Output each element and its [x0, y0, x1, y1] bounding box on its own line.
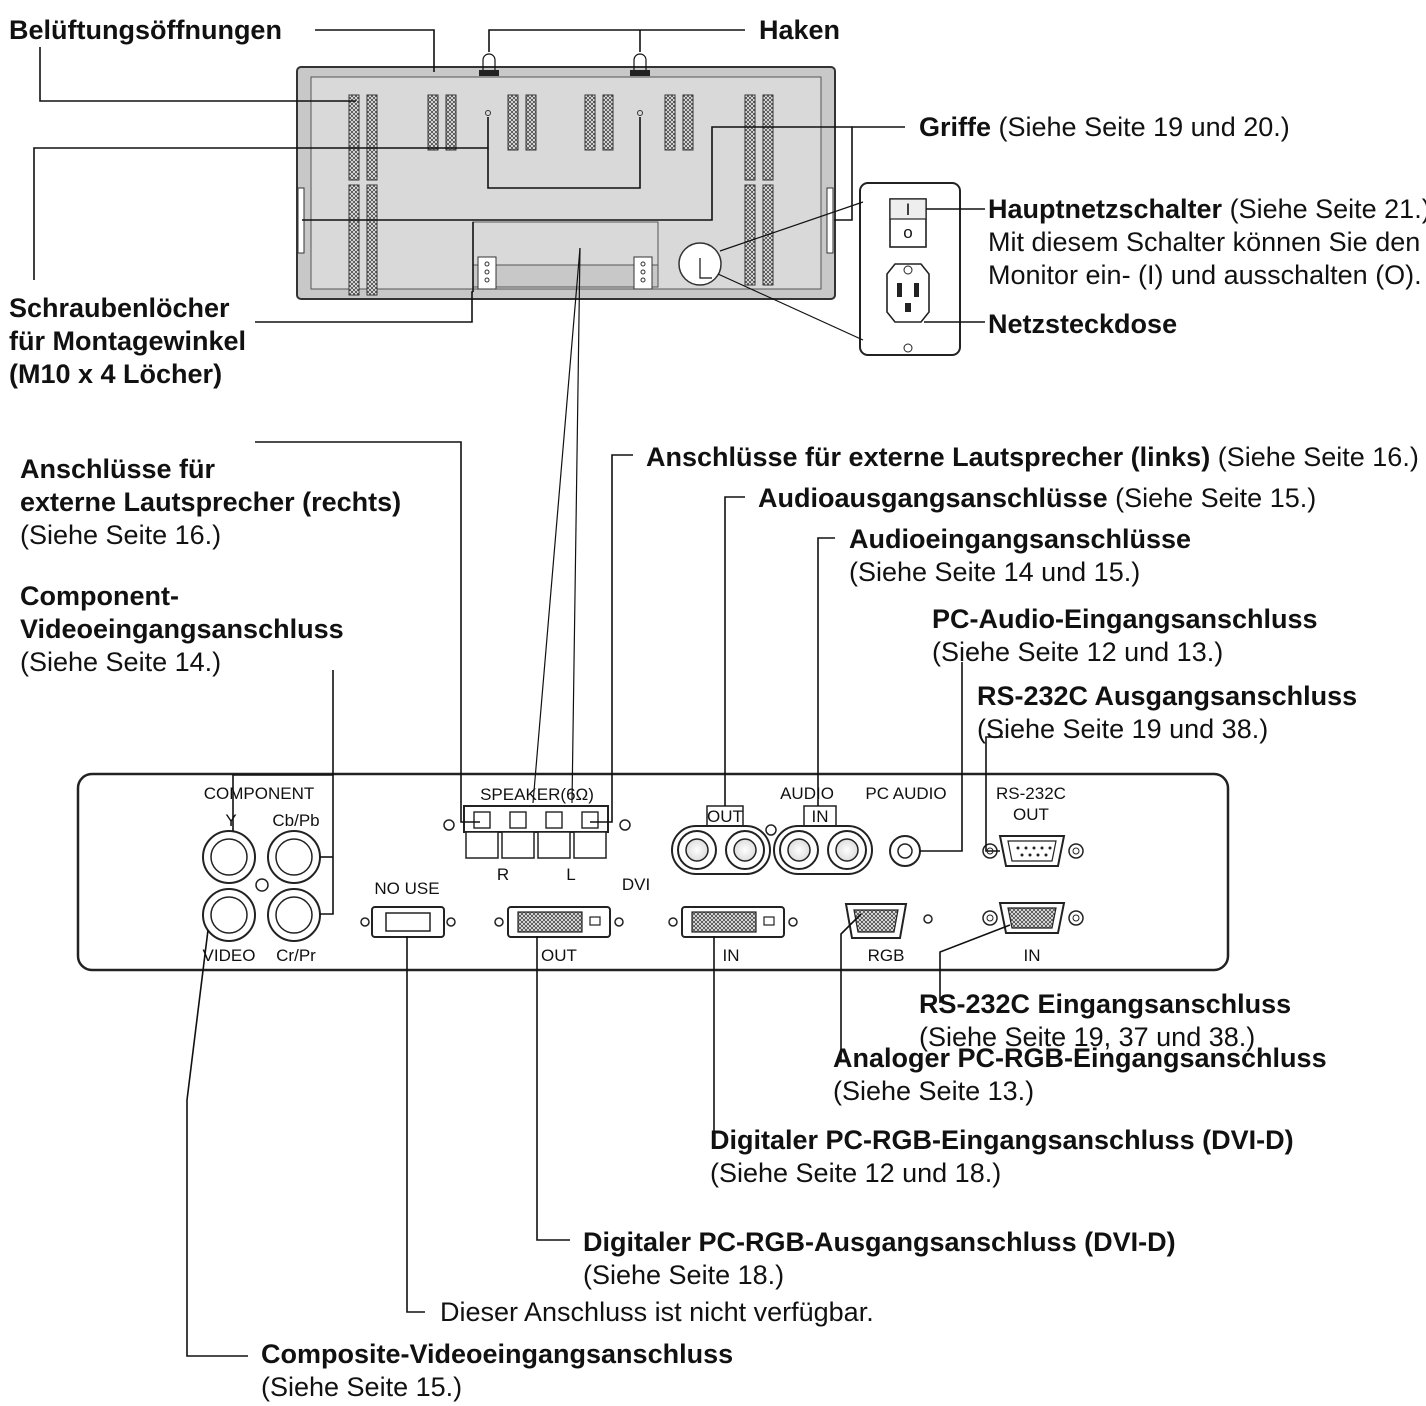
panel-component-label: COMPONENT — [204, 784, 315, 803]
callout-dvi-in: Digitaler PC-RGB-Eingangsanschluss (DVI-… — [710, 1125, 1294, 1188]
rs232c-in-connector[interactable] — [982, 902, 1084, 934]
speaker-terminals[interactable] — [443, 805, 631, 859]
callout-speaker-left: Anschlüsse für externe Lautsprecher (lin… — [646, 442, 1419, 472]
callout-screw-holes: Schraubenlöcher für Montagewinkel (M10 x… — [9, 293, 247, 389]
callout-vents: Belüftungsöffnungen — [9, 15, 282, 45]
panel-crpr-label: Cr/Pr — [276, 946, 316, 965]
bnc-cbpb-connector[interactable] — [267, 830, 321, 884]
panel-no-use-label: NO USE — [374, 879, 439, 898]
dvi-out-connector[interactable] — [494, 906, 624, 938]
monitor-rear — [296, 53, 836, 300]
callout-analog-rgb: Analoger PC-RGB-Eingangsanschluss (Siehe… — [833, 1043, 1327, 1106]
callout-rs232-out: RS-232C Ausgangsanschluss (Siehe Seite 1… — [977, 681, 1358, 744]
no-use-connector — [360, 906, 456, 938]
panel-audio-out-label: OUT — [707, 807, 743, 826]
dvi-in-connector[interactable] — [668, 906, 798, 938]
panel-y-label: Y — [225, 811, 236, 830]
rgb-connector[interactable] — [844, 903, 933, 939]
switch-on-mark: I — [906, 200, 911, 219]
bnc-video-connector[interactable] — [202, 888, 256, 942]
panel-speaker-label: SPEAKER(6Ω) — [480, 785, 594, 804]
hook-icon — [479, 53, 499, 76]
callout-speaker-right: Anschlüsse für externe Lautsprecher (rec… — [20, 454, 402, 550]
callout-hooks: Haken — [759, 15, 841, 45]
panel-rgb-label: RGB — [868, 946, 905, 965]
callout-composite: Composite-Videoeingangsanschluss (Siehe … — [261, 1339, 734, 1402]
callout-handles: Griffe (Siehe Seite 19 und 20.) — [919, 112, 1290, 142]
audio-out-jacks[interactable] — [671, 825, 771, 875]
panel-video-label: VIDEO — [203, 946, 256, 965]
panel-cbpb-label: Cb/Pb — [272, 811, 319, 830]
panel-pc-audio-label: PC AUDIO — [865, 784, 946, 803]
panel-rs-out-label: OUT — [1013, 805, 1049, 824]
bnc-y-connector[interactable] — [202, 830, 256, 884]
callout-audio-in: Audioeingangsanschlüsse (Siehe Seite 14 … — [849, 524, 1192, 587]
panel-r-label: R — [497, 865, 509, 884]
callout-power-switch: Hauptnetzschalter (Siehe Seite 21.) Mit … — [988, 194, 1426, 290]
callout-no-use: Dieser Anschluss ist nicht verfügbar. — [440, 1297, 874, 1327]
callout-pc-audio: PC-Audio-Eingangsanschluss (Siehe Seite … — [932, 604, 1318, 667]
rs232c-out-connector[interactable] — [982, 835, 1084, 867]
ac-inlet-icon — [886, 263, 930, 323]
panel-rs-in-label: IN — [1024, 946, 1041, 965]
bnc-crpr-connector[interactable] — [267, 888, 321, 942]
hook-icon — [630, 53, 650, 76]
callout-dvi-out: Digitaler PC-RGB-Ausgangsanschluss (DVI-… — [583, 1227, 1176, 1290]
panel-audio-label: AUDIO — [780, 784, 834, 803]
panel-audio-in-label: IN — [812, 807, 829, 826]
vent-grilles — [348, 94, 774, 296]
callout-audio-out: Audioausgangsanschlüsse (Siehe Seite 15.… — [758, 483, 1317, 513]
callout-rs232-in: RS-232C Eingangsanschluss (Siehe Seite 1… — [919, 989, 1292, 1052]
panel-dvi-label: DVI — [622, 875, 650, 894]
callout-ac-inlet: Netzsteckdose — [988, 309, 1178, 339]
panel-dvi-out-label: OUT — [541, 946, 577, 965]
switch-off-mark: o — [903, 223, 912, 242]
panel-rs232c-label: RS-232C — [996, 784, 1066, 803]
pc-audio-jack[interactable] — [889, 835, 921, 867]
callout-component: Component- Videoeingangsanschluss (Siehe… — [20, 581, 344, 677]
leader-lines — [33, 29, 1011, 1357]
panel-l-label: L — [566, 865, 575, 884]
connector-panel: COMPONENT Y Cb/Pb VIDEO Cr/Pr NO USE SPE… — [76, 772, 1230, 972]
panel-dvi-in-label: IN — [723, 946, 740, 965]
audio-in-jacks[interactable] — [773, 825, 873, 875]
